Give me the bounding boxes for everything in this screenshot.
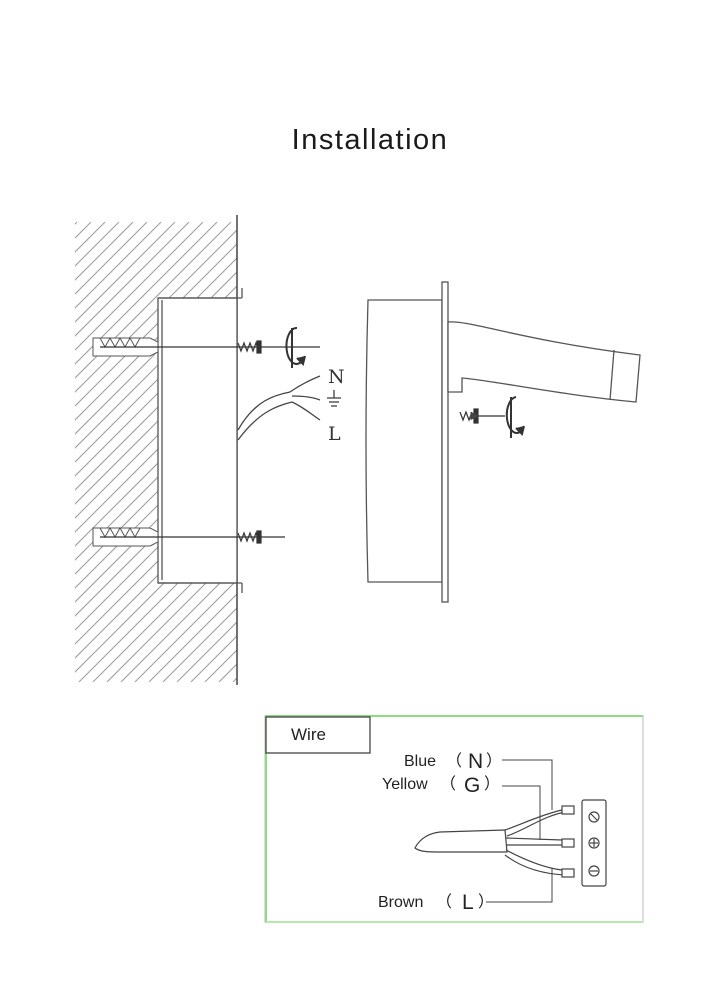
hatch-line <box>75 222 78 225</box>
hatch-line <box>78 523 237 682</box>
brown-wire-open: （ <box>436 893 452 911</box>
wall-hatch <box>0 222 725 682</box>
page-title: Installation <box>291 124 449 156</box>
terminal-block <box>581 799 607 887</box>
brown-wire-name: Brown <box>378 894 423 911</box>
hatch-line <box>106 551 237 682</box>
hatch-line <box>75 222 218 365</box>
mounting-box <box>157 288 243 593</box>
hatch-line <box>75 222 190 337</box>
leader-lines <box>486 759 553 903</box>
neutral-label: N <box>328 366 345 388</box>
hatch-line <box>75 222 148 295</box>
blue-wire-name: Blue <box>404 753 436 770</box>
brown-wire-code: L <box>462 891 474 914</box>
hatch-line <box>75 222 162 309</box>
yellow-wire-code: G <box>464 774 480 797</box>
hatch-line <box>75 222 232 379</box>
wire-cable-drawing <box>414 805 575 878</box>
hatch-line <box>75 355 237 519</box>
screw-icon <box>100 340 320 544</box>
hatch-line <box>232 677 237 682</box>
hatch-line <box>134 579 237 682</box>
ground-symbol-icon <box>327 390 341 407</box>
hatch-line <box>75 299 237 463</box>
hatch-line <box>92 537 237 682</box>
blue-wire-open: （ <box>446 752 462 770</box>
yellow-wire-open: （ <box>440 775 456 793</box>
hatch-line <box>289 222 725 682</box>
hatch-line <box>275 222 725 682</box>
live-label: L <box>328 423 341 445</box>
hatch-line <box>75 222 176 323</box>
yellow-wire-name: Yellow <box>382 776 428 793</box>
cable <box>237 375 321 441</box>
wire-box-header: Wire <box>291 725 326 744</box>
hatch-line <box>75 222 106 253</box>
hatch-line <box>247 222 707 682</box>
hatch-line <box>0 222 35 682</box>
screw-icon <box>459 408 505 424</box>
hatch-line <box>75 222 204 351</box>
hatch-line <box>457 222 725 682</box>
hatch-line <box>75 495 237 659</box>
hatch-line <box>443 222 725 682</box>
hatch-line <box>0 222 63 682</box>
hatch-line <box>261 222 721 682</box>
hatch-line <box>75 481 237 645</box>
rotate-arrow-icon <box>505 396 525 438</box>
hatch-line <box>75 369 237 533</box>
lamp-fixture <box>365 281 641 603</box>
hatch-line <box>429 222 725 682</box>
hatch-line <box>75 285 237 449</box>
rotate-arrow-icon <box>285 326 306 368</box>
hatch-line <box>218 663 237 682</box>
yellow-wire-close: ） <box>484 775 500 793</box>
hatch-line <box>148 593 237 682</box>
hatch-line <box>75 467 237 631</box>
hatch-line <box>415 222 725 682</box>
blue-wire-code: N <box>468 750 483 773</box>
hatch-line <box>75 313 237 477</box>
hatch-line <box>75 271 237 435</box>
hatch-line <box>75 453 237 617</box>
blue-wire-close: ） <box>486 752 502 770</box>
hatch-line <box>0 222 49 682</box>
hatch-line <box>75 327 237 491</box>
hatch-line <box>75 341 237 505</box>
hatch-line <box>75 509 237 673</box>
hatch-line <box>471 222 725 682</box>
hatch-line <box>120 565 237 682</box>
hatch-line <box>75 222 120 267</box>
wire-box <box>264 715 644 923</box>
hatch-line <box>401 222 725 682</box>
